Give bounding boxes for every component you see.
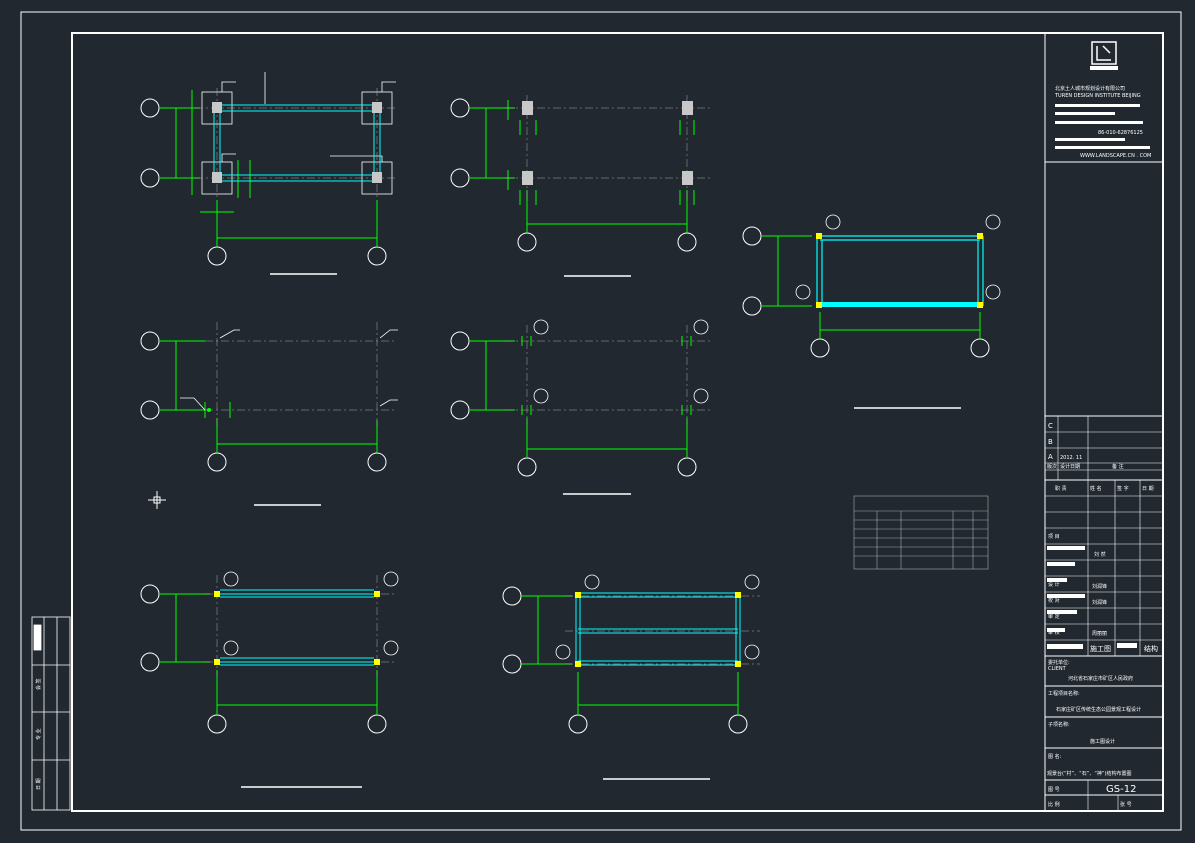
plan-3 [742, 214, 1001, 409]
drawing-number-label: 图 号 [1048, 787, 1060, 793]
staff-name: 周丽丽 [1092, 631, 1107, 637]
staff-name: 刘 然 [1094, 551, 1106, 558]
left-label: 会 签 [35, 678, 42, 690]
role-label: 项 目 [1048, 534, 1060, 540]
sign-header-name: 姓 名 [1090, 485, 1102, 492]
rev-header-version: 版次 [1047, 463, 1057, 470]
redacted-signature-bars [1047, 546, 1137, 649]
plan-2 [450, 95, 710, 277]
revision-mark: A [1048, 453, 1053, 461]
left-label: 日 期 [36, 778, 42, 790]
company-website: WWW.LANDSCAPE.CN . COM [1080, 153, 1151, 159]
rev-header-date: 设计日期 [1060, 463, 1080, 470]
role-label: 审 定 [1048, 613, 1060, 620]
plan-7 [502, 574, 760, 780]
revision-mark: B [1048, 438, 1053, 446]
client-label-en: CLIENT [1048, 666, 1067, 672]
company-logo-icon [1090, 41, 1118, 70]
left-label: 专 业 [35, 728, 42, 740]
staff-name: 刘润锋 [1092, 583, 1107, 590]
plan-6 [140, 571, 399, 788]
project-label: 工程项目名称: [1048, 690, 1080, 697]
sign-header-role: 职 责 [1055, 485, 1067, 492]
redacted-address-bars [1055, 104, 1150, 149]
company-name-cn: 北京土人城市规划设计有限公司 [1055, 85, 1125, 92]
revision-mark: C [1048, 422, 1053, 430]
drawing-title-label: 图 名: [1048, 753, 1062, 760]
plan-1 [140, 72, 396, 275]
client-label: 委托单位: [1048, 659, 1070, 666]
inner-frame [71, 32, 1164, 812]
client-name: 河北省石家庄市矿区人民政府 [1068, 675, 1133, 682]
sign-header-date: 日 期 [1142, 486, 1154, 492]
title-block: 北京土人城市规划设计有限公司 TUREN DESIGN INSTITUTE BE… [1044, 33, 1163, 811]
staff-name: 刘润锋 [1092, 599, 1107, 606]
drawing-title: 观景台(“村”、“石”、“神”)结构布置图 [1047, 770, 1131, 777]
sign-header-sign: 签 字 [1117, 485, 1129, 492]
company-name-en: TUREN DESIGN INSTITUTE BEIJING [1054, 93, 1141, 99]
company-phone: 86-010-62876125 [1098, 130, 1143, 136]
role-label: 校 对 [1048, 597, 1060, 604]
role-label: 设 计 [1048, 581, 1060, 588]
design-stage: 施工图 [1090, 644, 1111, 653]
member-schedule-table [853, 495, 989, 570]
rev-header-note: 备 注 [1112, 463, 1124, 470]
phase-label: 子项名称: [1048, 721, 1070, 728]
sheet-number-label: 张 号 [1120, 801, 1132, 808]
left-signature-labels: 会 签 专 业 日 期 [35, 678, 42, 790]
phase-name: 施工图设计 [1090, 738, 1115, 745]
crosshair-icon [148, 491, 166, 509]
left-signature-block [31, 616, 71, 811]
revision-date: 2012. 11 [1060, 455, 1082, 461]
project-name: 石家庄矿区传统生态公园景观工程设计 [1056, 706, 1141, 713]
role-label: 审 核 [1048, 629, 1060, 636]
discipline: 结构 [1144, 644, 1158, 653]
plan-5 [450, 319, 710, 495]
outer-frame [20, 11, 1182, 831]
drawing-number: GS-12 [1106, 784, 1136, 795]
scale-label: 比 例 [1048, 801, 1060, 808]
plan-4 [140, 322, 398, 506]
